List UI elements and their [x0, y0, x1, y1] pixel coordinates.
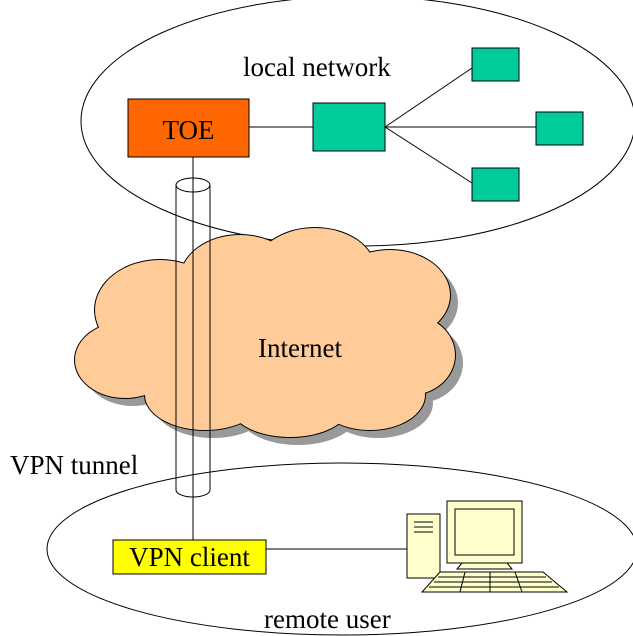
toe-label: TOE [163, 115, 215, 145]
local-network-label: local network [243, 52, 391, 82]
internet-label: Internet [258, 333, 342, 363]
remote-user-label: remote user [264, 604, 391, 634]
vpn-client-box [112, 539, 267, 575]
remote-user-boundary [46, 462, 633, 636]
local-connections [249, 67, 536, 184]
cloud-icon [75, 228, 455, 437]
local-node-right [535, 111, 584, 146]
local-node-top [471, 47, 520, 82]
local-node-bottom [471, 167, 520, 202]
vpn-client-label: VPN client [129, 542, 250, 572]
local-hub-node [312, 102, 386, 152]
desktop-computer-icon [406, 500, 569, 593]
vpn-tunnel-label: VPN tunnel [10, 450, 138, 480]
toe-box [127, 98, 250, 158]
